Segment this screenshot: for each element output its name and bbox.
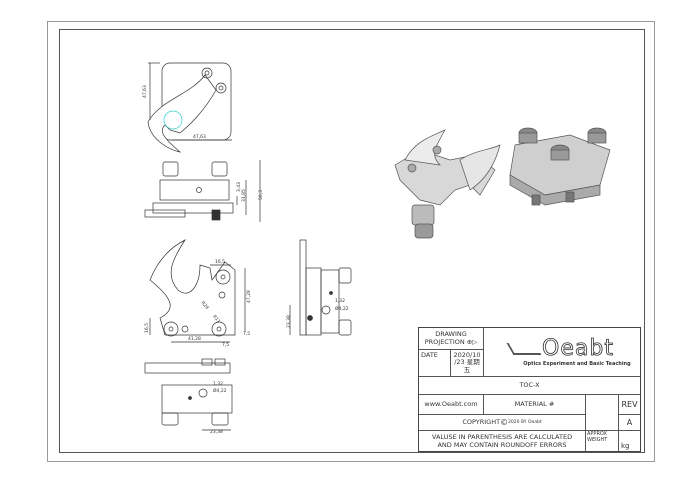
isometric-view-left (394, 129, 501, 239)
copyright-label: COPYRIGHT (462, 417, 501, 426)
isometric-view-right (509, 127, 611, 206)
rounding-note: VALUSE IN PARENTHESIS ARE CALCULATED AND… (419, 431, 586, 452)
date-line3: 五 (463, 365, 471, 374)
right-view: 23,38 1,32 Ø4,22 (286, 239, 352, 336)
projection-symbol-icon: ⊕▷ (466, 337, 478, 346)
dim-bottom-dia1: 1,32 (213, 381, 223, 387)
dim-top-width: 47,63 (193, 134, 206, 140)
weight-label: APPROX WEIGHT (586, 431, 619, 452)
weight-unit: kg (621, 441, 630, 450)
top-view: 47,63 47,63 (142, 62, 232, 153)
sheet-outer-border (47, 21, 655, 462)
dim-right-height: 23,38 (286, 315, 292, 328)
rev-value: A (619, 415, 640, 431)
date-label: DATE (419, 350, 451, 377)
title-block: DRAWING PROJECTION ⊕▷ DATE 2020/10 /23 星… (418, 327, 641, 452)
note-line1: VALUSE IN PARENTHESIS ARE CALCULATED (431, 433, 573, 442)
blank-cell (586, 395, 619, 431)
dim-radius-large: R29 (200, 300, 210, 311)
company-logo: Oeabt Optics Experiment and Basic Teachi… (484, 328, 640, 377)
logo-text: Oeabt (542, 336, 614, 362)
copyright: COPYRIGHT©2020 BY Oeabt (419, 415, 586, 431)
date-line2: /23 星期 (454, 358, 480, 367)
date-value: 2020/10 /23 星期 五 (451, 350, 484, 377)
dim-side-small: 3,43 (236, 182, 242, 192)
dim-top-height: 47,63 (142, 85, 148, 98)
dim-radius-small: R11 (211, 314, 221, 325)
logo-bracket-icon (506, 343, 542, 356)
dim-front-height: 47,28 (246, 290, 252, 303)
date-line1: 2020/10 (453, 350, 481, 359)
website: www.Oeabt.com (419, 395, 484, 415)
dim-side-mid: 31,85 (241, 189, 247, 202)
drawing-label: DRAWING (435, 330, 467, 339)
dim-bottom-width: 23,38 (210, 429, 223, 435)
material-label: MATERIAL # (484, 395, 586, 415)
dim-front-offset-v: 7,5 (243, 331, 250, 337)
dim-front-left-height: 16,5 (144, 323, 150, 333)
dim-front-top-width: 16,5 (215, 259, 225, 265)
dim-front-width: 41,28 (188, 336, 201, 342)
part-name: TOC-X (419, 377, 640, 395)
drawing-frame (59, 29, 645, 453)
bottom-view: 23,38 1,32 Ø4,22 (144, 358, 233, 435)
projection-cell: DRAWING PROJECTION ⊕▷ (419, 328, 484, 350)
logo-tagline: Optics Experiment and Basic Teaching (523, 360, 631, 367)
rev-label: REV (619, 395, 640, 415)
dim-bottom-dia2: Ø4,22 (213, 387, 227, 394)
copyright-icon: © (500, 417, 509, 427)
dim-front-offset: 7,5 (222, 342, 229, 348)
weight-line1: APPROX (587, 431, 607, 437)
dim-right-dia1: 1,32 (335, 298, 345, 304)
weight-line2: WEIGHT (587, 436, 608, 443)
copyright-year: 2020 BY Oeabt (508, 419, 542, 425)
projection-label: PROJECTION (424, 337, 465, 346)
front-view: 16,5 47,28 16,5 41,28 7,5 7,5 R29 R11 (144, 239, 252, 348)
dim-right-dia2: Ø4,22 (335, 305, 349, 312)
dim-side-total: 50,3 (258, 190, 264, 200)
side-view: 3,43 31,85 50,3 (144, 160, 264, 222)
note-line2: AND MAY CONTAIN ROUNDOFF ERRORS (437, 440, 567, 449)
